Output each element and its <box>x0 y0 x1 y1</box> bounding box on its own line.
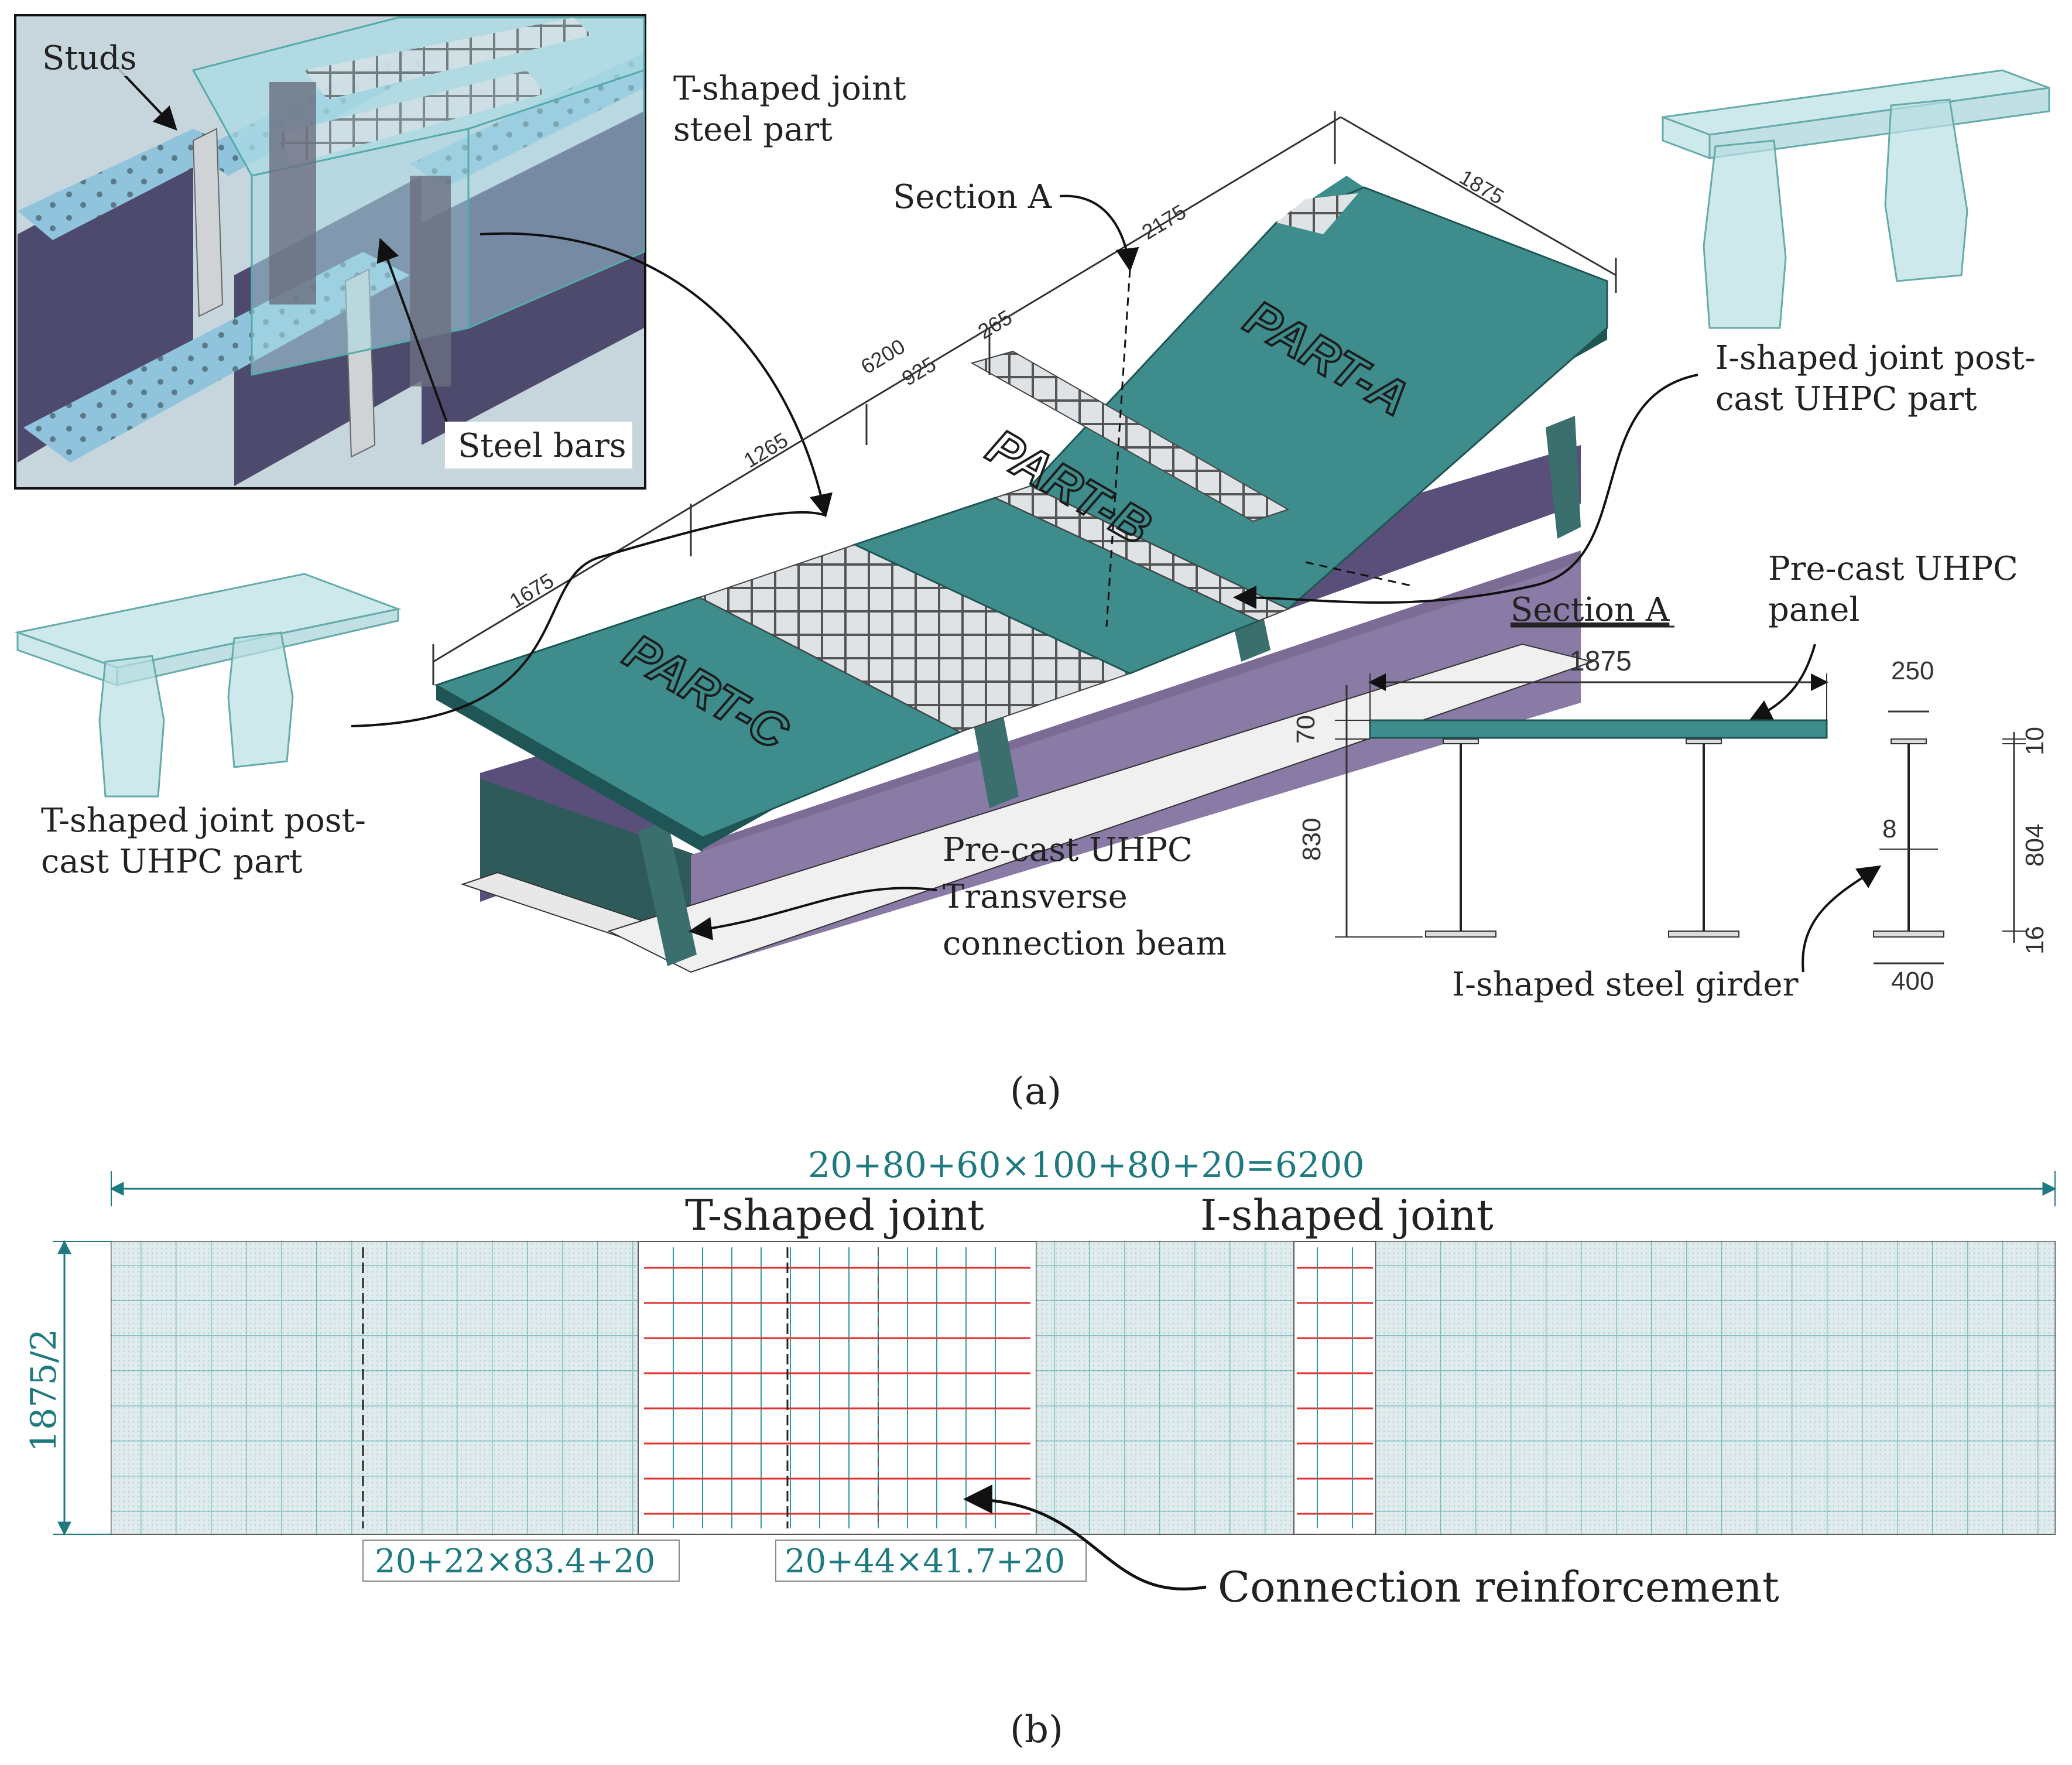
dim-265: 265 <box>974 305 1016 344</box>
i-joint-label: I-shaped joint <box>1200 1191 1494 1240</box>
caption-b: (b) <box>1010 1708 1063 1752</box>
spacing-label-2: 20+44×41.7+20 <box>785 1542 1065 1581</box>
bottom-flange-width: 400 <box>1891 967 1934 996</box>
i-joint-post-label: I-shaped joint post- cast UHPC part <box>1715 339 2046 418</box>
web-height: 804 <box>2020 824 2049 867</box>
top-flange-width: 250 <box>1891 656 1934 685</box>
girder-label: I-shaped steel girder <box>1452 966 1799 1004</box>
section-a-panel-line2: panel <box>1768 591 1859 629</box>
i-joint-post-line2: cast UHPC part <box>1715 380 1977 418</box>
connection-label: Connection reinforcement <box>1218 1562 1779 1612</box>
height-dim: 1875/2 <box>23 1329 64 1452</box>
web-thickness: 8 <box>1882 815 1896 843</box>
inset-detail: Studs Steel bars <box>14 14 646 490</box>
transverse-beam-label: Pre-cast UHPC Transverse connection beam <box>943 831 1227 963</box>
i-joint-post-line1: I-shaped joint post- <box>1715 339 2036 377</box>
panel-arrow <box>1748 644 1816 721</box>
t-joint-post-label: T-shaped joint post- cast UHPC part <box>41 802 376 881</box>
section-a-title: Section A <box>1511 591 1670 629</box>
t-joint-post-line1: T-shaped joint post- <box>41 802 366 840</box>
dim-1265: 1265 <box>739 427 792 472</box>
transverse-beam-line2: Transverse <box>943 878 1128 916</box>
section-a-panel-line1: Pre-cast UHPC <box>1768 550 2018 588</box>
dim-1875: 1875 <box>1455 165 1508 209</box>
studs-label: Studs <box>42 39 137 77</box>
section-a-arrow <box>1059 194 1139 272</box>
spacing-label-1: 20+22×83.4+20 <box>375 1542 655 1581</box>
section-width: 1875 <box>1569 646 1632 677</box>
t-joint-label: T-shaped joint <box>685 1191 984 1240</box>
i-joint-post-arrow <box>1233 374 1698 610</box>
top-flange-thickness: 10 <box>2020 727 2049 755</box>
connection-arrow <box>963 1484 1207 1590</box>
t-joint-steel-label: T-shaped joint steel part <box>673 70 916 149</box>
transverse-beam-line1: Pre-cast UHPC <box>943 831 1193 869</box>
girder-arrow <box>1802 865 1882 973</box>
section-deck <box>1369 719 1828 739</box>
t-joint-steel-line1: T-shaped joint <box>673 70 906 108</box>
deck-thickness: 70 <box>1292 715 1320 744</box>
t-joint-model <box>14 573 402 798</box>
panel-b: 20+80+60×100+80+20=6200 T-shaped joint I… <box>23 1145 2057 1612</box>
dim-1675: 1675 <box>505 568 558 613</box>
section-a-panel-label: Pre-cast UHPC panel <box>1768 550 2029 629</box>
bottom-flange-thickness: 16 <box>2020 926 2049 955</box>
transverse-beam-arrow <box>689 887 937 940</box>
girder-height: 830 <box>1297 818 1326 861</box>
t-joint-post-arrow <box>351 511 826 727</box>
i-joint-red-bars <box>1297 1267 1373 1515</box>
i-joint-model <box>1662 69 2050 329</box>
t-joint-post-line2: cast UHPC part <box>41 843 303 881</box>
section-a-drawing: Section A Pre-cast UHPC panel 1875 70 83… <box>1292 550 2049 1004</box>
total-length-dim: 20+80+60×100+80+20=6200 <box>808 1145 1365 1186</box>
section-a-ref: Section A <box>893 178 1052 216</box>
caption-a: (a) <box>1010 1070 1061 1113</box>
transverse-beam-line3: connection beam <box>943 925 1227 963</box>
steel-bars-label: Steel bars <box>458 427 626 465</box>
t-joint-steel-line2: steel part <box>673 111 833 149</box>
dim-2175: 2175 <box>1138 199 1190 244</box>
t-joint-steel-arrow <box>480 232 833 518</box>
bridge-3d: PART-A PART-B PART-C <box>434 176 1608 973</box>
